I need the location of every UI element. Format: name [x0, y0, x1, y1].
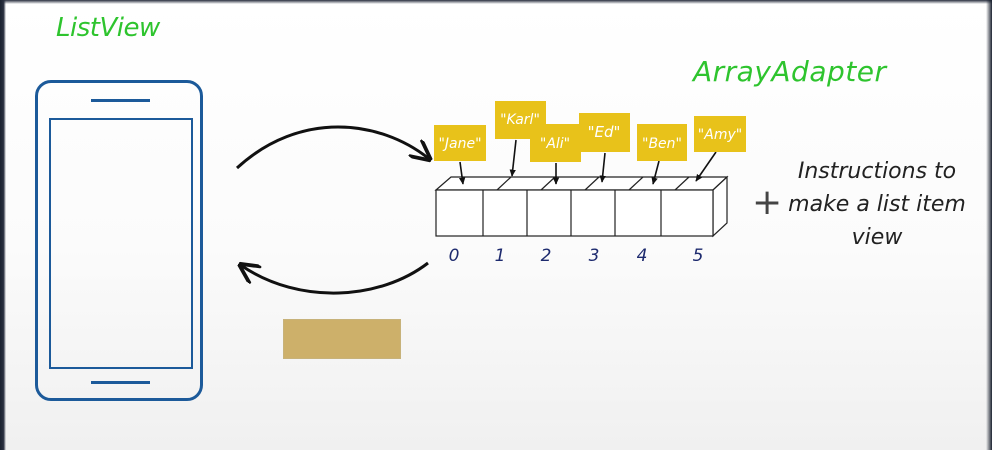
pointer-arrow	[509, 139, 517, 177]
array-index: 2	[540, 246, 552, 266]
top-edge	[0, 0, 992, 4]
pointer-arrow	[599, 152, 606, 183]
sticky-note	[434, 125, 486, 161]
note-text: "Ben"	[642, 136, 682, 152]
phone-screen	[49, 118, 193, 369]
array-index: 5	[692, 246, 704, 266]
pointer-arrow	[458, 161, 466, 185]
phone-home-bar	[91, 381, 150, 384]
instructions-line: make a list item	[788, 192, 966, 217]
array-index: 3	[588, 246, 600, 266]
phone-outline	[35, 80, 203, 401]
listview-label: ListView	[56, 13, 160, 43]
note-text: "Karl"	[500, 112, 540, 128]
array-index: 0	[448, 246, 460, 266]
note-text: "Jane"	[438, 136, 481, 152]
array-boxes	[434, 175, 729, 238]
array-divider	[584, 176, 600, 191]
pointer-arrow	[651, 160, 660, 185]
array-divider	[496, 176, 512, 191]
sticky-note	[637, 124, 687, 161]
right-edge	[986, 0, 992, 450]
name-notes: "Jane" "Karl" "Ali" "Ed" "Ben" "Amy"	[434, 101, 746, 162]
instructions-line: view	[851, 225, 903, 250]
name-note: "Jane"	[434, 125, 486, 161]
name-note: "Ed"	[579, 113, 630, 152]
note-text: "Ali"	[540, 136, 570, 152]
list-item-view-placeholder	[283, 319, 401, 359]
name-note: "Ben"	[637, 124, 687, 161]
plus-sign: +	[752, 182, 783, 223]
arrow-to-adapter	[235, 125, 428, 170]
pointer-arrow	[695, 151, 717, 182]
instructions-line: Instructions to	[797, 159, 957, 184]
instructions-note: Instructions to make a list item view	[768, 155, 986, 254]
phone-speaker	[91, 99, 150, 102]
pointer-arrows	[458, 139, 717, 185]
note-text: "Ed"	[588, 123, 621, 141]
name-note: "Amy"	[694, 116, 746, 152]
sticky-note	[530, 124, 581, 162]
arrayadapter-label: ArrayAdapter	[693, 55, 887, 88]
array-divider	[628, 176, 644, 191]
array-divider	[540, 176, 556, 191]
array-divider	[674, 176, 690, 191]
arrow-to-listview	[242, 263, 429, 295]
left-edge	[0, 0, 6, 450]
sticky-note	[694, 116, 746, 152]
array-index: 1	[494, 246, 506, 266]
name-note: "Ali"	[530, 124, 581, 162]
array-front-face	[435, 189, 714, 237]
note-text: "Amy"	[698, 127, 742, 143]
array-top-face	[434, 176, 729, 191]
array-index: 4	[636, 246, 648, 266]
sticky-note	[579, 113, 630, 152]
